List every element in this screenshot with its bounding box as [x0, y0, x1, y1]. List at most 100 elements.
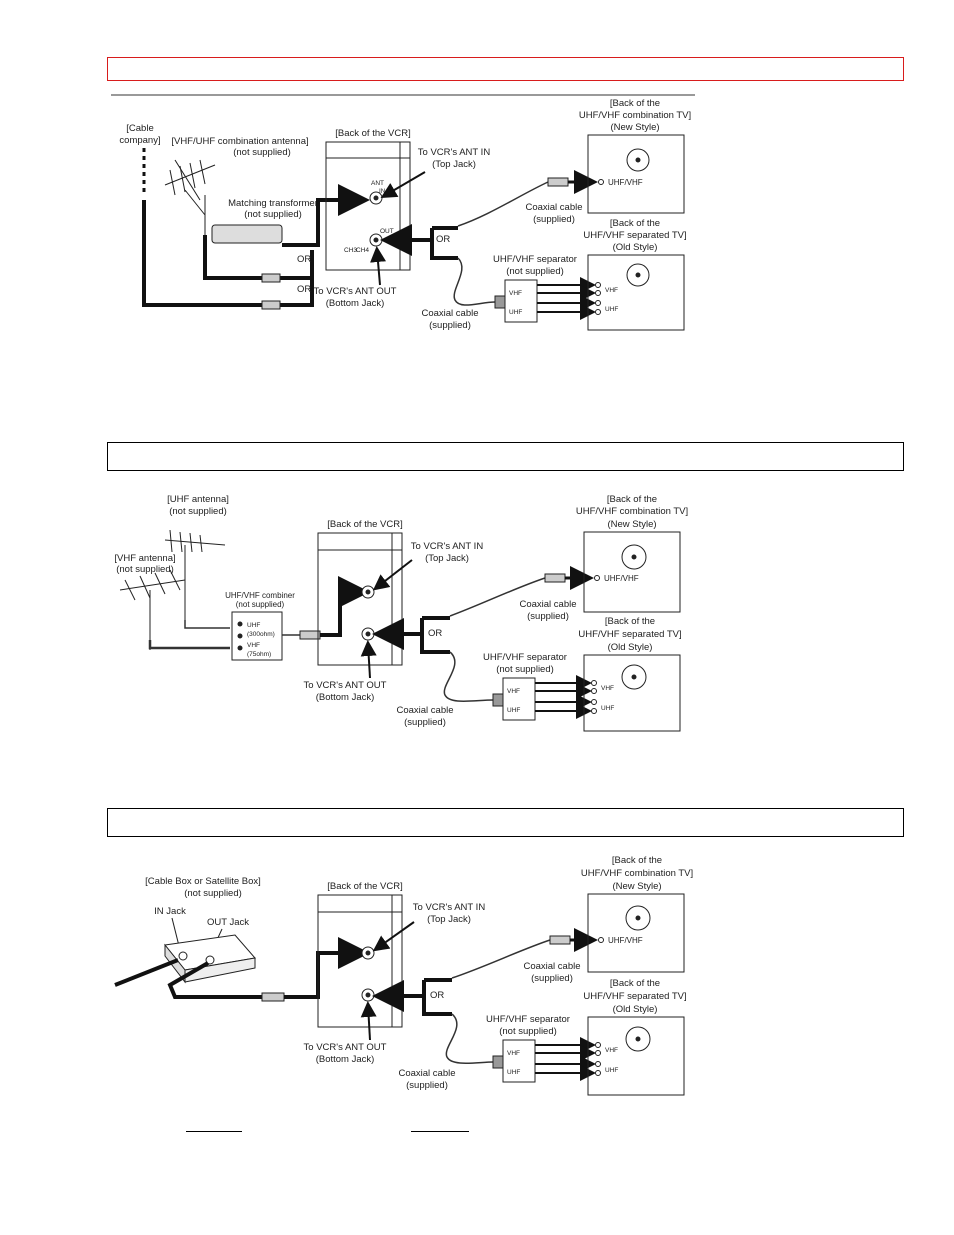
separator-icon-3 [502, 1039, 536, 1083]
sep-uhf: UHF [509, 309, 522, 316]
separator-icon [504, 279, 538, 323]
ant-in-label-3b: (Top Jack) [427, 914, 471, 925]
combiner-label-2: (not supplied) [236, 600, 285, 609]
transformer-icon [211, 224, 283, 244]
box-label-2: (not supplied) [184, 888, 242, 899]
vcr-back-label-3: [Back of the VCR] [327, 881, 403, 892]
cable-box-icon [164, 934, 256, 984]
coax-label-d2-2b: (supplied) [404, 717, 446, 728]
transformer-label-1: Matching transformer [228, 198, 318, 209]
tv-old-vhf-d2: VHF [601, 685, 614, 692]
vcr-back-label-2: [Back of the VCR] [327, 519, 403, 530]
transformer-label-2: (not supplied) [244, 209, 302, 220]
sep-uhf-d3: UHF [507, 1069, 520, 1076]
combiner-label-1: UHF/VHF combiner [225, 591, 295, 600]
ch4-label: CH4 [356, 247, 369, 254]
diagram-3: [Cable Box or Satellite Box] (not suppli… [114, 855, 693, 1096]
vcr-back-label: [Back of the VCR] [335, 128, 411, 139]
underline-left [186, 1131, 242, 1132]
uhf-vhf-label-d3: UHF/VHF [608, 936, 643, 945]
vhf-antenna-label-1: [VHF antenna] [114, 553, 175, 564]
uhf-antenna-icon [164, 529, 226, 620]
ant-out-label-2: (Bottom Jack) [326, 298, 385, 309]
coax-label-1b: (supplied) [533, 214, 575, 225]
antenna-icon [164, 159, 216, 235]
vcr-icon-3 [317, 894, 403, 1028]
coax-label-d3-1a: Coaxial cable [523, 961, 580, 972]
tv-old-vhf-d3: VHF [605, 1047, 618, 1054]
coax-label-d3-2b: (supplied) [406, 1080, 448, 1091]
combiner-vhf-2: (75ohm) [247, 651, 271, 658]
tv-old-uhf-d3: UHF [605, 1067, 618, 1074]
coax-label-d3-1b: (supplied) [531, 973, 573, 984]
tv-new-label-d2-1: [Back of the [607, 494, 657, 505]
ant-in-label-2: (Top Jack) [432, 159, 476, 170]
uhf-vhf-label-1: UHF/VHF [608, 178, 643, 187]
tv-old-label-3: (Old Style) [613, 242, 658, 253]
antenna-label-1: [VHF/UHF combination antenna] [171, 136, 308, 147]
combiner-uhf-2: (300ohm) [247, 631, 275, 638]
or-label-1: OR [297, 254, 311, 265]
separator-label-2: (not supplied) [506, 266, 564, 277]
tv-old-icon-3 [587, 1016, 685, 1096]
ant-out-label-2a: To VCR's ANT OUT [304, 680, 387, 691]
uhf-antenna-label-2: (not supplied) [169, 506, 227, 517]
tv-new-label-d2-3: (New Style) [607, 519, 656, 530]
out-label: OUT [380, 228, 394, 235]
sep-vhf-d2: VHF [507, 688, 520, 695]
cable-company-label-2: company] [119, 135, 160, 146]
diagram-2: [UHF antenna] (not supplied) [VHF antenn… [114, 494, 688, 732]
coax-label-d2-2a: Coaxial cable [396, 705, 453, 716]
ant-in-label-2a: To VCR's ANT IN [411, 541, 484, 552]
ant-out-label-1: To VCR's ANT OUT [314, 286, 397, 297]
in-label: IN [379, 188, 386, 195]
coax-label-2b: (supplied) [429, 320, 471, 331]
tv-old-label-1: [Back of the [610, 218, 660, 229]
combiner-vhf-1: VHF [247, 642, 260, 649]
coax-label-d2-1b: (supplied) [527, 611, 569, 622]
section-header-3 [107, 808, 904, 837]
tv-new-label-d3-3: (New Style) [612, 881, 661, 892]
tv-new-label-1: [Back of the [610, 98, 660, 109]
tv-new-label-d3-1: [Back of the [612, 855, 662, 866]
tv-old-label-d2-3: (Old Style) [608, 642, 653, 653]
tv-old-label-d2-2: UHF/VHF separated TV] [578, 629, 681, 640]
or-label-2: OR [297, 284, 311, 295]
ch3-label: CH3 [344, 247, 357, 254]
tv-old-label-d3-2: UHF/VHF separated TV] [583, 991, 686, 1002]
or-label-d3: OR [430, 990, 444, 1001]
coax-label-d2-1a: Coaxial cable [519, 599, 576, 610]
separator-label-d2-2: (not supplied) [496, 664, 554, 675]
ant-out-label-3a: To VCR's ANT OUT [304, 1042, 387, 1053]
sep-vhf: VHF [509, 290, 522, 297]
tv-new-label-3: (New Style) [610, 122, 659, 133]
out-jack-label: OUT Jack [207, 917, 249, 928]
ant-in-label-1: To VCR's ANT IN [418, 147, 491, 158]
vhf-antenna-label-2: (not supplied) [116, 564, 174, 575]
combiner-uhf-1: UHF [247, 622, 260, 629]
separator-label-d2-1: UHF/VHF separator [483, 652, 567, 663]
separator-label-d3-2: (not supplied) [499, 1026, 557, 1037]
cable-company-label-1: [Cable [126, 123, 153, 134]
tv-new-icon [587, 134, 685, 214]
sep-uhf-d2: UHF [507, 707, 520, 714]
separator-label-1: UHF/VHF separator [493, 254, 577, 265]
tv-old-vhf: VHF [605, 287, 618, 294]
ant-label: ANT [371, 180, 384, 187]
tv-new-label-2: UHF/VHF combination TV] [579, 110, 691, 121]
ant-out-label-2b: (Bottom Jack) [316, 692, 375, 703]
coax-label-d3-2a: Coaxial cable [398, 1068, 455, 1079]
tv-old-label-d3-3: (Old Style) [613, 1004, 658, 1015]
box-label-1: [Cable Box or Satellite Box] [145, 876, 261, 887]
vhf-antenna-icon [119, 569, 186, 650]
tv-old-label-d2-1: [Back of the [605, 616, 655, 627]
or-label-d2: OR [428, 628, 442, 639]
tv-new-label-d3-2: UHF/VHF combination TV] [581, 868, 693, 879]
tv-new-icon-2 [583, 531, 681, 613]
tv-old-label-d3-1: [Back of the [610, 978, 660, 989]
tv-old-uhf-d2: UHF [601, 705, 614, 712]
sep-vhf-d3: VHF [507, 1050, 520, 1057]
coax-label-1a: Coaxial cable [525, 202, 582, 213]
section-header-1 [107, 57, 904, 81]
